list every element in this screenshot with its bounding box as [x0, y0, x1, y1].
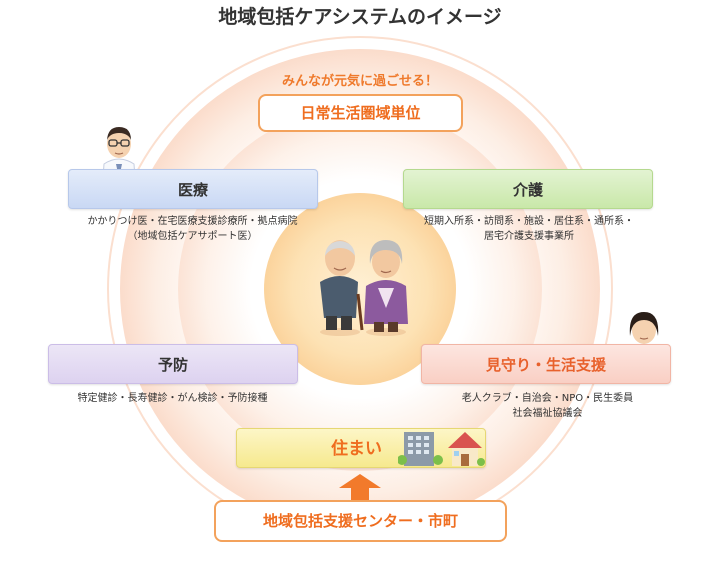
medical-desc-line2: （地域包括ケアサポート医） [127, 231, 258, 242]
elderly-couple-illustration [320, 240, 408, 336]
house-icon [448, 432, 485, 466]
prevention-label: 予防 [157, 356, 188, 374]
watch-desc-line2: 社会福祉協議会 [512, 408, 583, 419]
housing-box: 住まい [236, 428, 486, 468]
care-desc-line2: 居宅介護支援事業所 [484, 231, 574, 242]
up-arrow-icon [339, 474, 381, 500]
watch-support-description: 老人クラブ・自治会・NPO・民生委員 社会福祉協議会 [420, 391, 675, 421]
prevention-box: 予防 [48, 344, 298, 384]
medical-label: 医療 [177, 181, 208, 199]
medical-description: かかりつけ医・在宅医療支援診療所・拠点病院 （地域包括ケアサポート医） [50, 214, 335, 244]
slogan-text: みんなが元気に過ごせる！ [281, 74, 438, 89]
watch-support-box: 見守り・生活支援 [421, 344, 671, 384]
care-label: 介護 [512, 181, 543, 199]
housing-label: 住まい [331, 439, 382, 459]
watch-support-label: 見守り・生活支援 [485, 356, 606, 374]
center-circle [264, 193, 456, 385]
apartment-icon [398, 432, 443, 466]
medical-box: 医療 [68, 169, 318, 209]
support-center-label: 地域包括支援センター・市町 [214, 500, 507, 542]
care-description: 短期入所系・訪問系・施設・居住系・通所系・ 居宅介護支援事業所 [400, 214, 658, 244]
care-box: 介護 [403, 169, 653, 209]
prevention-description: 特定健診・長寿健診・がん検診・予防接種 [40, 391, 305, 406]
care-desc-line1: 短期入所系・訪問系・施設・居住系・通所系・ [424, 216, 634, 227]
area-unit-label: 日常生活圏域単位 [258, 94, 463, 132]
prevention-desc-line1: 特定健診・長寿健診・がん検診・予防接種 [77, 393, 268, 404]
watch-desc-line1: 老人クラブ・自治会・NPO・民生委員 [461, 393, 634, 404]
medical-desc-line1: かかりつけ医・在宅医療支援診療所・拠点病院 [87, 216, 298, 227]
page-title: 地域包括ケアシステムのイメージ [218, 6, 502, 28]
